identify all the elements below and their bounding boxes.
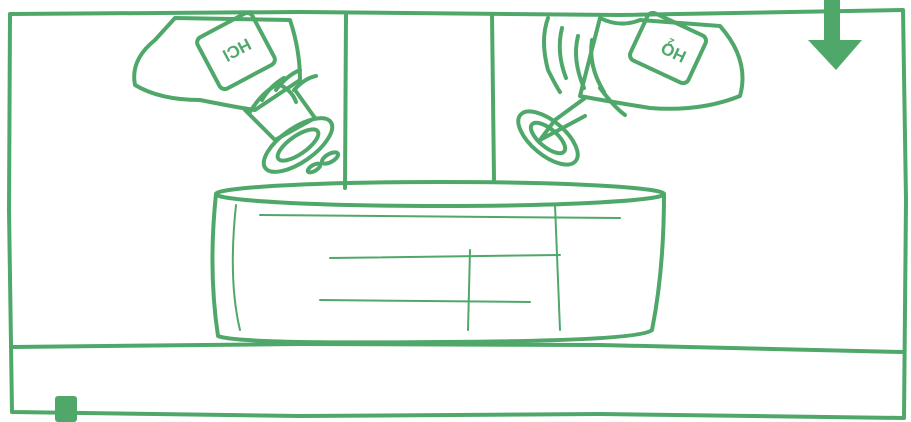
panel-line-right xyxy=(492,14,494,180)
hcl-label: HCl xyxy=(219,34,254,65)
outer-frame xyxy=(9,10,906,418)
mixing-bowl xyxy=(212,182,664,342)
h2o-label: HO 2 xyxy=(658,34,691,67)
hcl-bottle xyxy=(134,11,340,182)
panel-line-left xyxy=(345,14,346,188)
pour-drops xyxy=(306,150,339,174)
square-marker-icon xyxy=(55,396,77,422)
counter-line xyxy=(12,344,902,352)
